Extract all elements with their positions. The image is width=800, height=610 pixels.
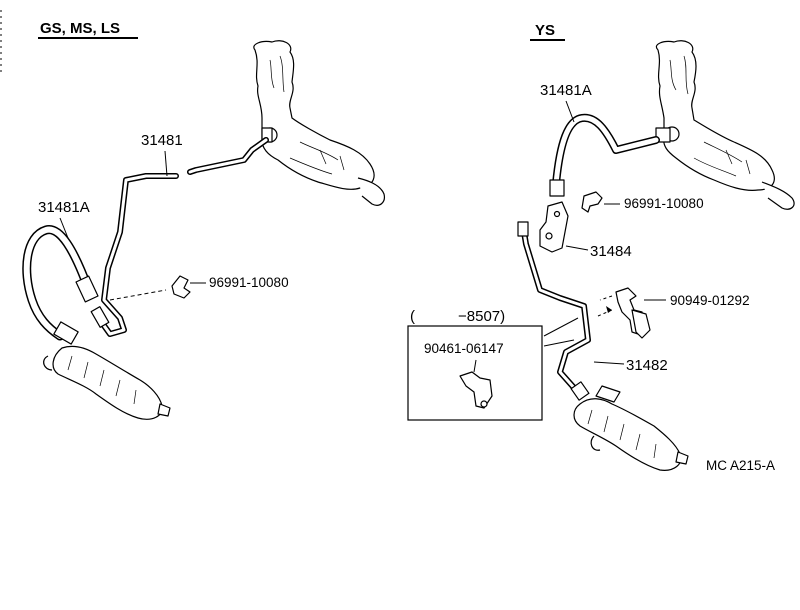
inset-pointer-lower [543, 339, 575, 347]
left-slave-cylinder [43, 345, 171, 420]
left-hose [23, 226, 91, 339]
inset-box: ( −8507) 90461-06147 [407, 308, 579, 421]
inset-open-paren: ( [410, 308, 415, 325]
left-clamp [171, 275, 191, 299]
right-bracket [539, 201, 569, 253]
left-pipe-lower [98, 174, 178, 336]
right-hose [553, 115, 659, 187]
right-label-hose: 31481A [540, 82, 592, 99]
inset-range: −8507) [458, 308, 505, 325]
inset-clip [459, 371, 493, 409]
left-leader-hose [59, 217, 69, 239]
right-pipe [522, 230, 590, 392]
right-label-pipe: 31482 [626, 357, 668, 374]
right-leader-bracket [565, 245, 589, 251]
left-pipe-upper [188, 138, 268, 174]
inset-leader [473, 359, 477, 373]
left-section: GS, MS, LS 31481 31481A [22, 20, 385, 420]
right-leader-hose [565, 100, 575, 123]
inset-label-part: 90461-06147 [424, 341, 504, 356]
left-label-pipe: 31481 [141, 132, 183, 149]
left-label-clamp: 96991-10080 [209, 275, 289, 290]
right-clamp [581, 191, 603, 213]
left-header: GS, MS, LS [40, 20, 120, 37]
right-clip-arrowhead [606, 306, 612, 313]
inset-pointer-upper [543, 317, 579, 337]
footer-code: MC A215-A [706, 458, 775, 473]
right-leader-pipe [593, 361, 625, 365]
left-label-hose: 31481A [38, 199, 90, 216]
left-leader-pipe [164, 150, 168, 177]
right-label-clip: 90949-01292 [670, 293, 750, 308]
right-section: YS 96 [407, 22, 795, 473]
right-label-clamp: 96991-10080 [624, 196, 704, 211]
left-master-cylinder [253, 40, 385, 206]
right-master-cylinder [655, 40, 795, 210]
left-clamp-dashed-leader [109, 289, 167, 301]
right-header: YS [535, 22, 555, 39]
inset-frame [407, 325, 543, 421]
right-label-bracket: 31484 [590, 243, 632, 260]
right-slave-cylinder [573, 385, 689, 471]
